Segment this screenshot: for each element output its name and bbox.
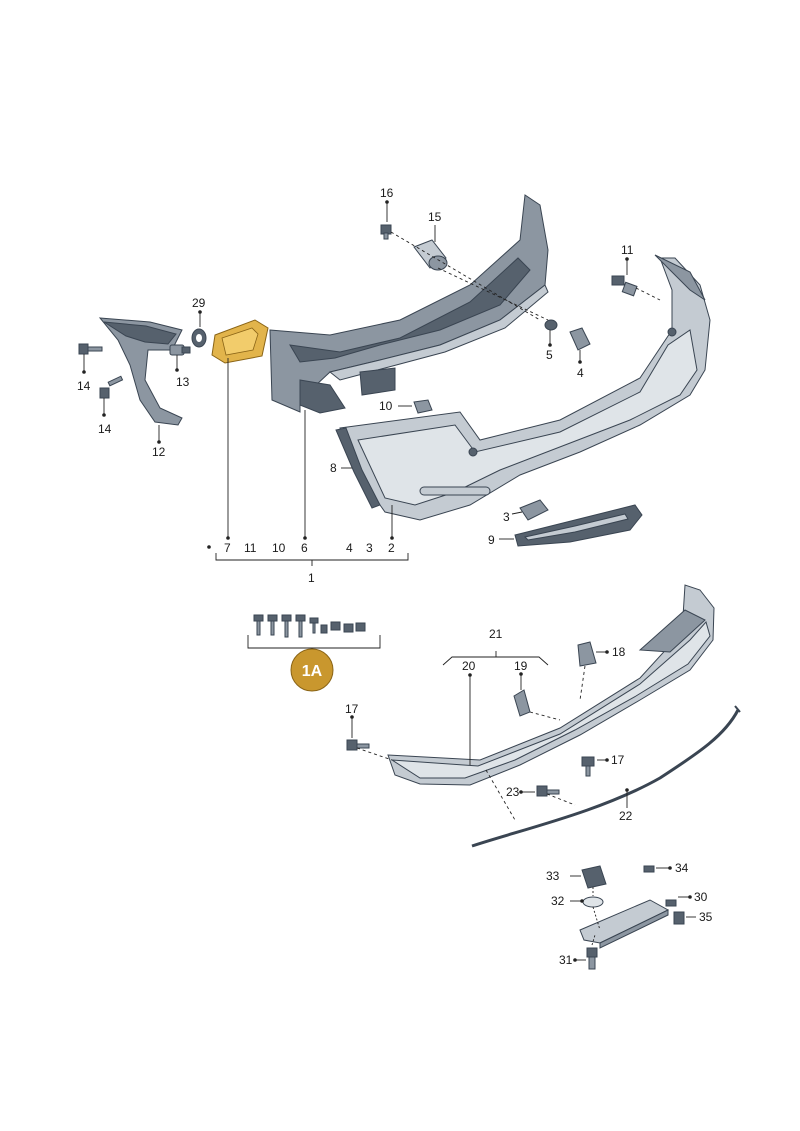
clip-10 [413, 399, 433, 414]
callout-20: 20 [462, 659, 476, 673]
callout-10-upper: 10 [379, 399, 393, 413]
callout-16: 16 [380, 186, 394, 200]
callout-4-upper: 4 [577, 366, 584, 380]
screw-13 [169, 344, 191, 356]
callout-10-lower: 10 [272, 541, 286, 555]
callout-19: 19 [514, 659, 528, 673]
callout-11-upper: 11 [621, 243, 634, 257]
callout-5: 5 [546, 348, 553, 362]
callout-7: 7 [224, 541, 231, 555]
screw-14b [99, 375, 124, 399]
callout-2: 2 [388, 541, 395, 555]
screw-11 [611, 275, 638, 297]
fastener-kit: 1A [247, 614, 381, 692]
clip-4 [569, 327, 591, 351]
callout-4-lower: 4 [346, 541, 353, 555]
callout-9: 9 [488, 533, 495, 547]
guide-19 [513, 689, 531, 717]
callout-8: 8 [330, 461, 337, 475]
guide-bracket-highlighted [211, 319, 269, 364]
callout-30: 30 [694, 890, 708, 904]
small-parts-group [570, 865, 696, 970]
trim-strip [471, 709, 740, 848]
callout-3-lower: 3 [366, 541, 373, 555]
callout-12: 12 [152, 445, 166, 459]
clip-18 [577, 641, 597, 667]
screw-16 [380, 224, 392, 240]
callout-34: 34 [675, 861, 689, 875]
callout-17-lower: 17 [611, 753, 625, 767]
callout-35: 35 [699, 910, 713, 924]
callout-22: 22 [619, 809, 633, 823]
leader-lines-lower [350, 650, 629, 821]
screw-17b [581, 756, 595, 777]
callout-21: 21 [489, 627, 503, 641]
callout-32: 32 [551, 894, 565, 908]
bumper-cover [339, 254, 711, 521]
callout-23: 23 [506, 785, 520, 799]
callout-18: 18 [612, 645, 626, 659]
lower-diffuser [387, 584, 715, 786]
callout-1: 1 [308, 571, 315, 585]
leader-lines-upper [82, 200, 661, 566]
kit-badge[interactable] [290, 648, 334, 692]
callout-11-lower: 11 [244, 541, 257, 555]
callout-15: 15 [428, 210, 442, 224]
callout-13: 13 [176, 375, 190, 389]
kit-badge-label: 1A [302, 663, 323, 680]
left-mounting-bracket [98, 317, 183, 426]
cap-3 [519, 499, 549, 521]
impact-absorber [269, 194, 549, 414]
callout-29: 29 [192, 296, 206, 310]
callout-3-upper: 3 [503, 510, 510, 524]
screw-17a [346, 739, 370, 751]
callout-17-upper: 17 [345, 702, 359, 716]
side-molding [335, 427, 381, 509]
callout-6: 6 [301, 541, 308, 555]
callout-14-lower: 14 [98, 422, 112, 436]
screw-23 [536, 785, 560, 797]
callout-labels: 16 15 11 29 5 4 13 14 10 14 12 8 3 9 7 1… [77, 186, 713, 967]
screw-14a [78, 343, 103, 355]
callout-31: 31 [559, 953, 573, 967]
callout-33: 33 [546, 869, 560, 883]
washer-5 [544, 319, 558, 331]
nut-29 [191, 328, 207, 348]
callout-14-upper: 14 [77, 379, 91, 393]
spacer-15 [413, 239, 448, 271]
